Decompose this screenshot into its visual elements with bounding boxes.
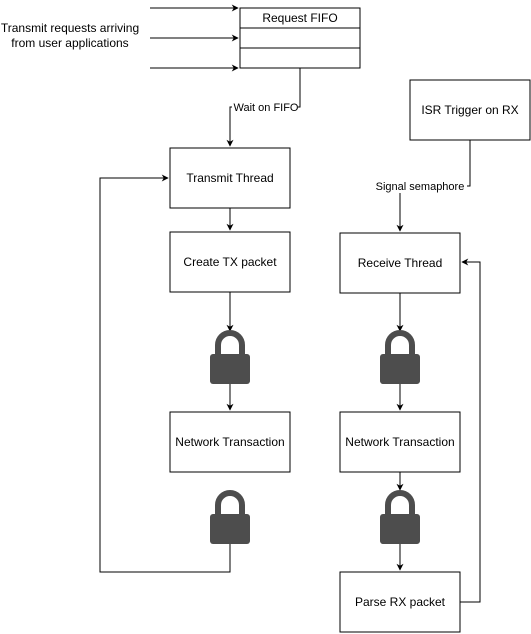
request-fifo: Request FIFO bbox=[239, 7, 361, 69]
parse-rx-packet-label: Parse RX packet bbox=[355, 595, 446, 609]
create-tx-packet-box bbox=[169, 231, 291, 293]
input-note-line1: Transmit requests arriving bbox=[1, 21, 139, 35]
receive-thread-box bbox=[339, 232, 461, 294]
tx-network-transaction-label: Network Transaction bbox=[175, 435, 284, 449]
parse-rx-packet-box bbox=[339, 571, 461, 633]
wait-on-fifo-label: Wait on FIFO bbox=[234, 102, 299, 114]
tx-loop-back-edge bbox=[99, 174, 231, 573]
padlock-icon bbox=[380, 330, 420, 384]
fifo-slot bbox=[239, 47, 361, 69]
tx-network-transaction-box bbox=[169, 411, 291, 473]
receive-thread-label: Receive Thread bbox=[358, 256, 443, 270]
request-fifo-title: Request FIFO bbox=[262, 11, 337, 25]
rx-network-transaction-label: Network Transaction bbox=[345, 435, 454, 449]
isr-trigger-box bbox=[409, 79, 531, 141]
transmit-thread-label: Transmit Thread bbox=[186, 171, 273, 185]
signal-semaphore-label: Signal semaphore bbox=[376, 181, 465, 193]
padlock-icon bbox=[380, 490, 420, 544]
create-tx-packet-label: Create TX packet bbox=[183, 255, 277, 269]
isr-trigger-label: ISR Trigger on RX bbox=[421, 103, 518, 117]
fifo-slot bbox=[239, 27, 361, 49]
rx-network-transaction-box bbox=[339, 411, 461, 473]
rx-loop-back-edge bbox=[460, 258, 481, 603]
padlock-icon bbox=[210, 490, 250, 544]
padlock-icon bbox=[210, 330, 250, 384]
input-note-line2: from user applications bbox=[11, 36, 128, 50]
transmit-thread-box bbox=[169, 147, 291, 209]
